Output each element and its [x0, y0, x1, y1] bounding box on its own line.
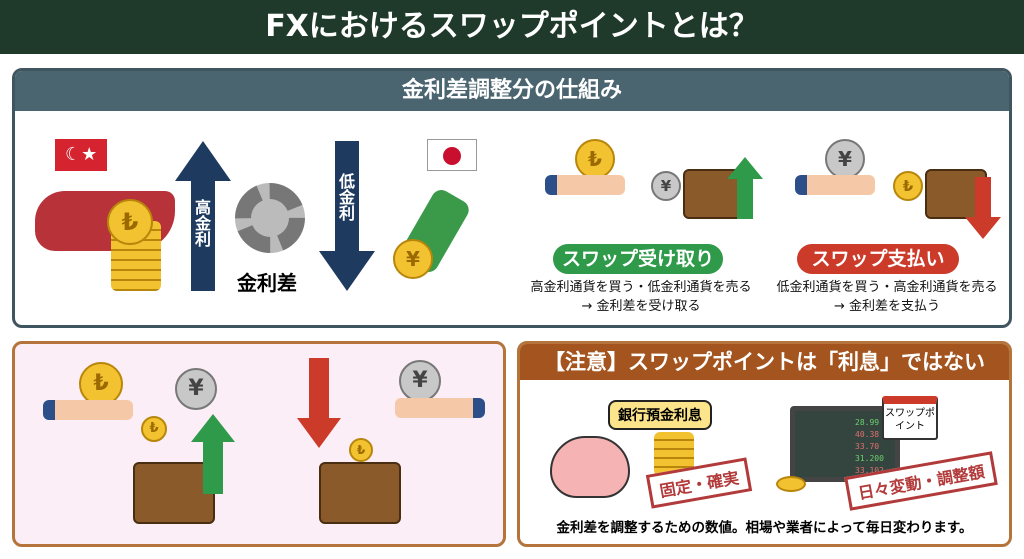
yen-coin-icon: ¥	[175, 368, 217, 410]
monitor-value: 33.70	[855, 442, 880, 451]
page-title: FXにおけるスワップポイントとは？	[0, 0, 1024, 54]
lira-coin-icon: ₺	[79, 362, 123, 406]
bank-interest-bubble: 銀行預金利息	[608, 400, 712, 430]
hand-icon	[795, 175, 875, 195]
yen-coin-icon: ¥	[393, 239, 433, 279]
yen-coin-icon: ¥	[651, 171, 681, 201]
gear-icon	[235, 183, 305, 253]
swap-receive-badge: スワップ受け取り	[553, 244, 723, 274]
rate-diff-label: 金利差	[237, 271, 297, 295]
monitor-value: 31.200	[855, 454, 884, 463]
yen-coin-icon: ¥	[399, 360, 441, 402]
swap-receive-description: 高金利通貨を買う・低金利通貨を売る→ 金利差を受け取る	[530, 280, 752, 314]
hand-icon	[545, 175, 625, 195]
turkey-flag-icon: ☾★	[55, 139, 107, 171]
monitor-value: 33.102	[855, 466, 884, 475]
piggy-bank-icon	[550, 436, 630, 498]
low-rate-label: 低金利	[336, 173, 355, 221]
down-arrow-icon	[965, 177, 1001, 239]
down-arrow-icon	[319, 141, 375, 291]
high-rate-label: 高金利	[192, 199, 211, 247]
swap-pay-badge: スワップ支払い	[797, 244, 959, 274]
lira-coin-icon: ₺	[893, 171, 923, 201]
lira-coin-icon: ₺	[107, 199, 153, 245]
caution-panel: 【注意】スワップポイントは「利息」ではない 銀行預金利息 固定・確実 28.99…	[517, 341, 1012, 547]
down-arrow-icon	[297, 358, 341, 448]
monitor-value: 40.38	[855, 430, 880, 439]
wallet-icon	[319, 462, 401, 524]
calendar-swap-point: スワップポイント	[882, 396, 938, 440]
swap-pay-description: 低金利通貨を買う・高金利通貨を売る→ 金利差を支払う	[776, 280, 998, 314]
lira-coin-icon: ₺	[349, 438, 373, 462]
up-arrow-icon	[191, 414, 235, 494]
coin-icon	[776, 476, 806, 492]
caution-header: 【注意】スワップポイントは「利息」ではない	[520, 344, 1009, 380]
hand-icon	[43, 400, 133, 420]
lira-coin-icon: ₺	[575, 139, 615, 179]
swap-flow-panel: ₺ ¥ ₺ ¥ ₺	[12, 341, 506, 547]
caution-footer: 金利差を調整するための数値。相場や業者によって毎日変わります。	[556, 520, 973, 536]
mechanism-panel: 金利差調整分の仕組み ☾★ ₺ 高金利 金利差 低金利 ¥ ₺ ¥ スワップ受け…	[12, 68, 1012, 328]
up-arrow-icon	[727, 157, 763, 219]
lira-coin-icon: ₺	[141, 416, 167, 442]
up-arrow-icon	[175, 141, 231, 291]
hand-icon	[395, 398, 485, 418]
japan-flag-icon	[427, 139, 477, 171]
monitor-icon: 28.99 40.38 33.70 31.200 33.102	[790, 406, 900, 482]
monitor-value: 28.99	[855, 418, 880, 427]
mechanism-header: 金利差調整分の仕組み	[15, 71, 1009, 111]
yen-coin-icon: ¥	[825, 139, 865, 179]
